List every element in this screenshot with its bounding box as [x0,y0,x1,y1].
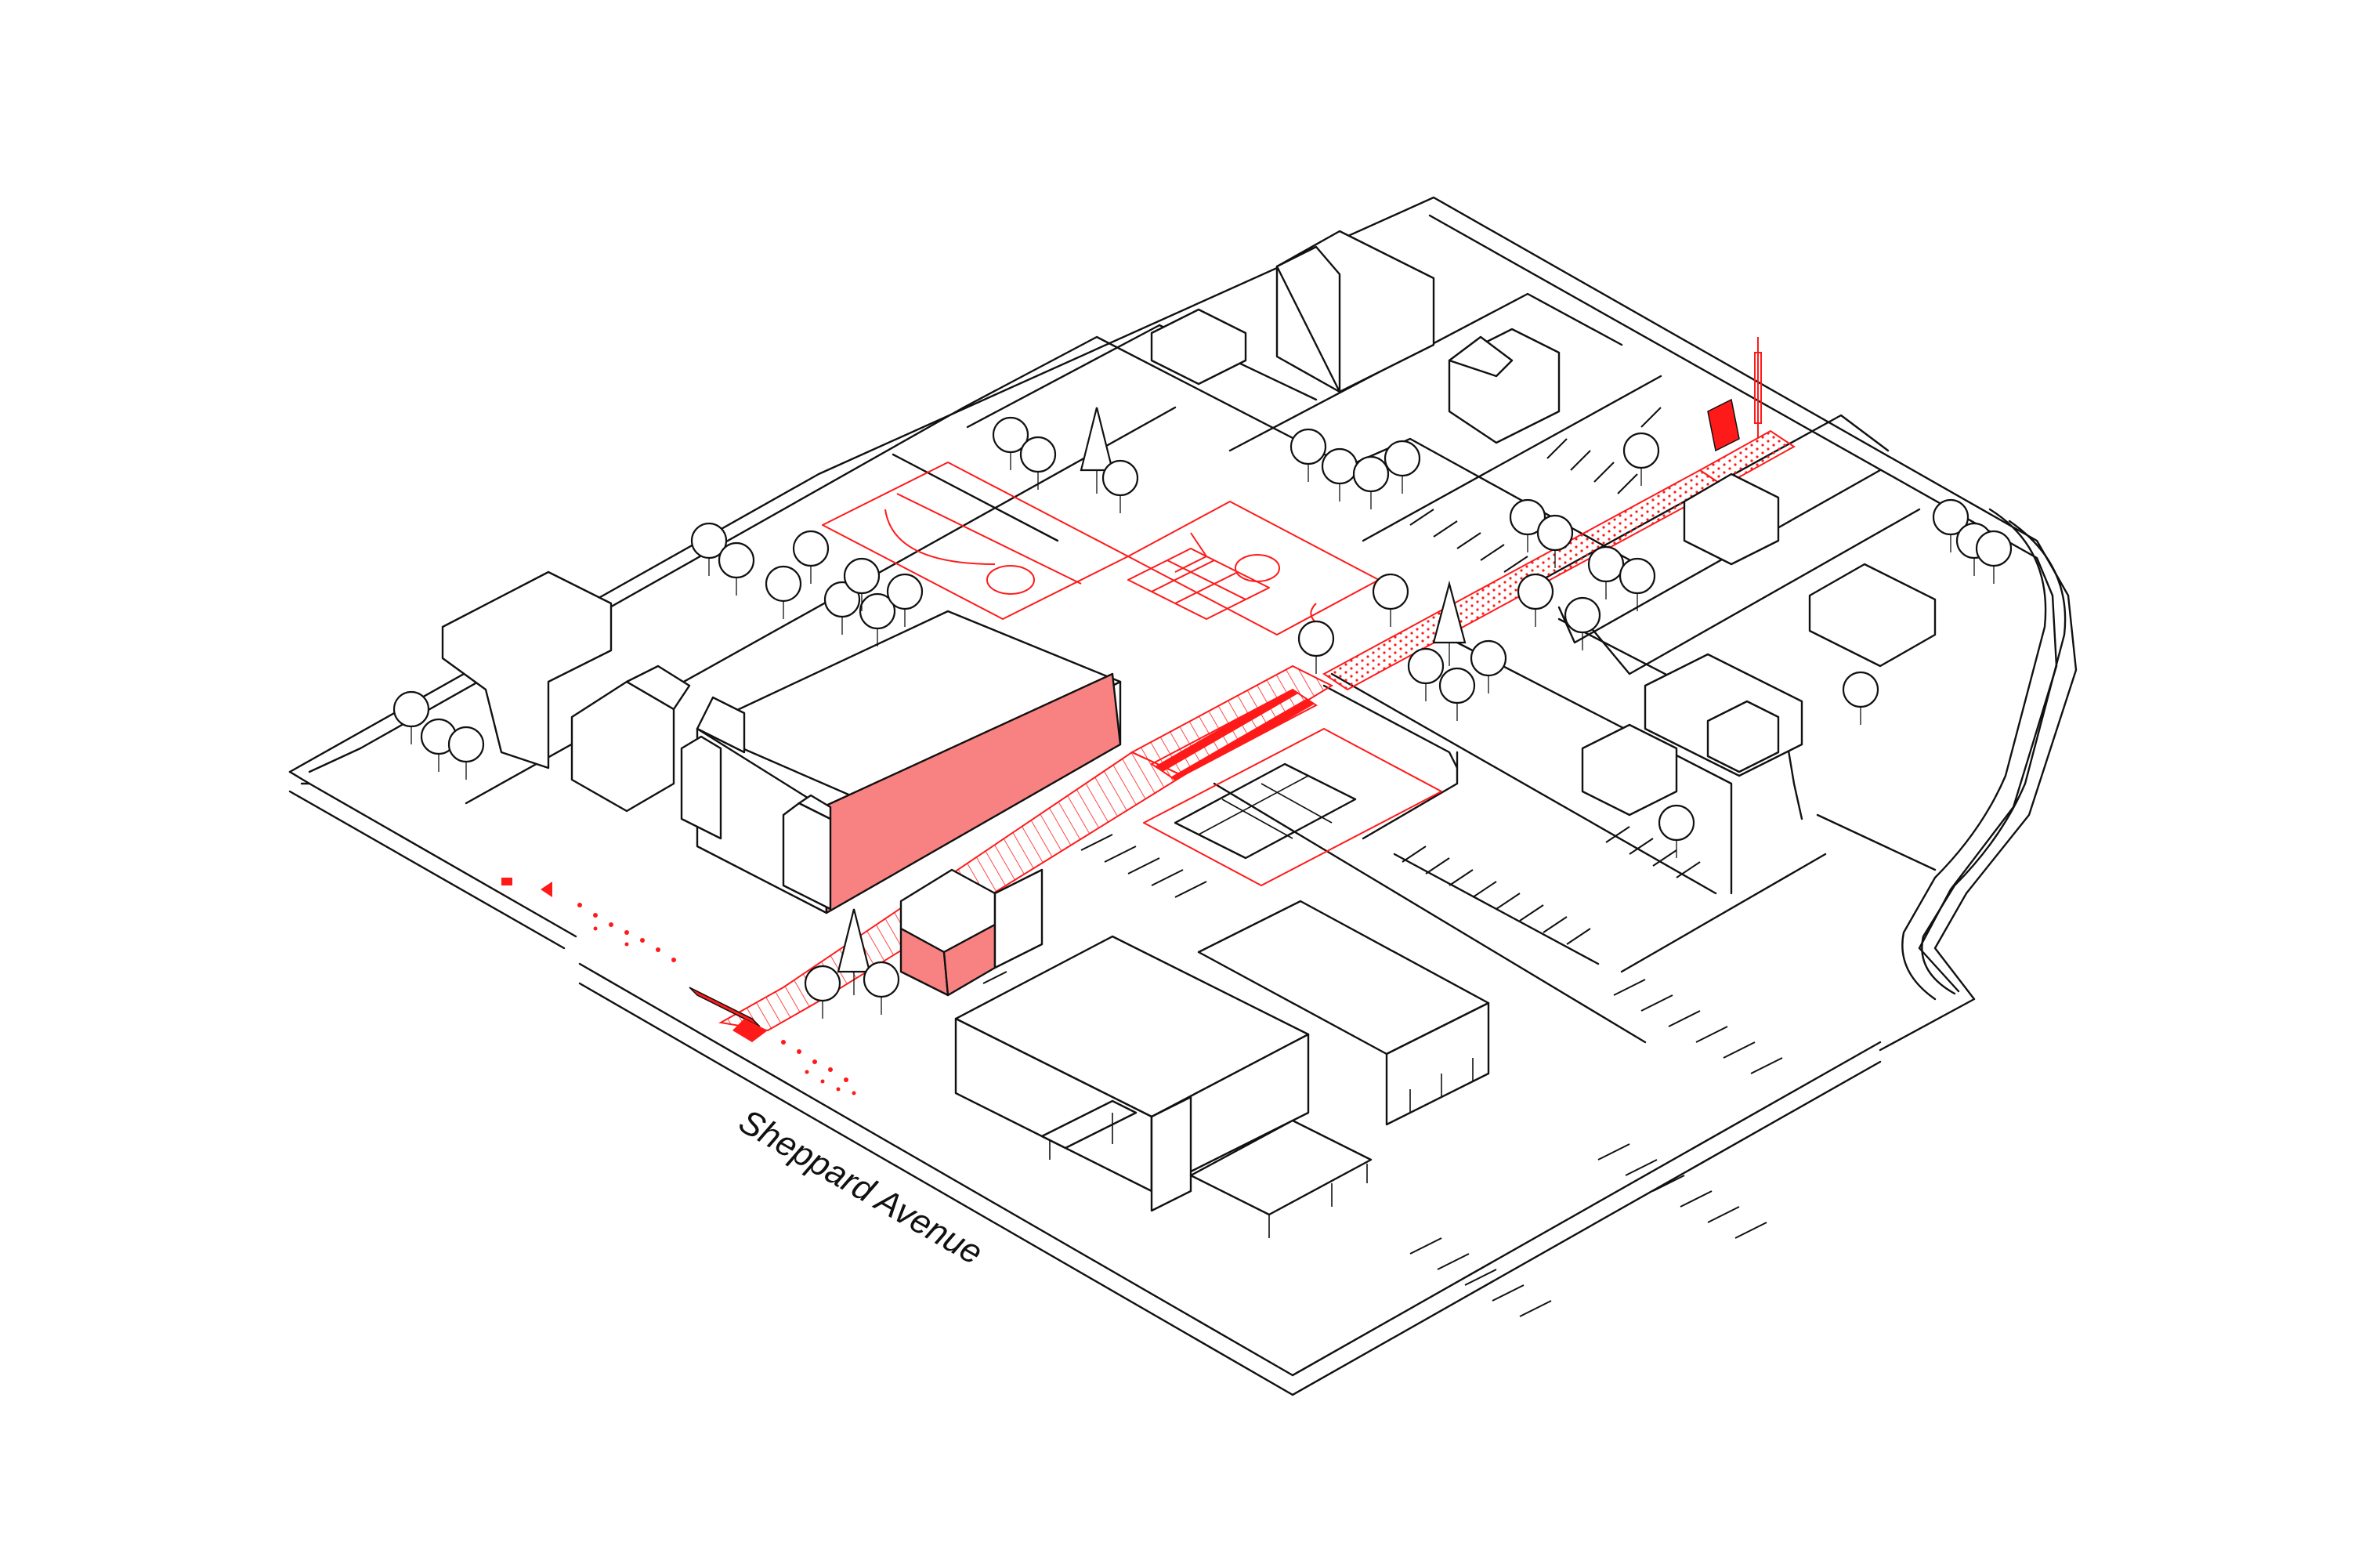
school-building [680,610,1122,914]
tree [1587,545,1625,599]
tree [1470,639,1507,693]
tree [1619,557,1656,611]
tree [992,416,1029,470]
tree [1289,428,1327,482]
red-pathway [501,337,1796,1042]
tree [804,965,841,1019]
tree [1932,498,1969,552]
tree [1842,671,1879,725]
trees [392,407,2013,1019]
side-road [1901,508,2067,1001]
tree [1352,455,1390,509]
tree [1658,804,1695,858]
tree [1101,459,1139,513]
tree [886,573,924,627]
tree [690,522,728,576]
site-boundary [288,196,2078,1396]
tree [392,690,430,744]
tree [718,541,755,596]
tree [1509,498,1546,552]
tree [823,581,861,635]
shopping-plaza [954,900,1490,1238]
tree [1975,530,2013,584]
sidewalk-dots [577,903,856,1095]
tree [1372,573,1409,627]
tree [1438,667,1476,721]
tree [863,961,900,1015]
tree [1019,436,1057,490]
tree [843,557,881,611]
tree [1407,647,1445,701]
tree [1517,573,1554,627]
houses-left [441,570,746,813]
tree [447,726,485,780]
tree [1384,440,1421,494]
crosswalk [1150,688,1318,781]
tree [837,908,871,995]
tree [1564,596,1601,650]
tree [792,530,830,584]
tree [1080,407,1114,494]
community-kiosk [899,868,1044,997]
tree [1536,514,1574,568]
tree [765,565,802,619]
street-label: Sheppard Avenue [732,1102,989,1272]
tree [1622,432,1660,486]
tree [1297,620,1335,674]
parking-stalls [924,407,1783,1317]
tree [1432,580,1467,666]
tree [859,592,896,646]
tree [1321,447,1358,502]
houses-top [1150,230,1937,817]
